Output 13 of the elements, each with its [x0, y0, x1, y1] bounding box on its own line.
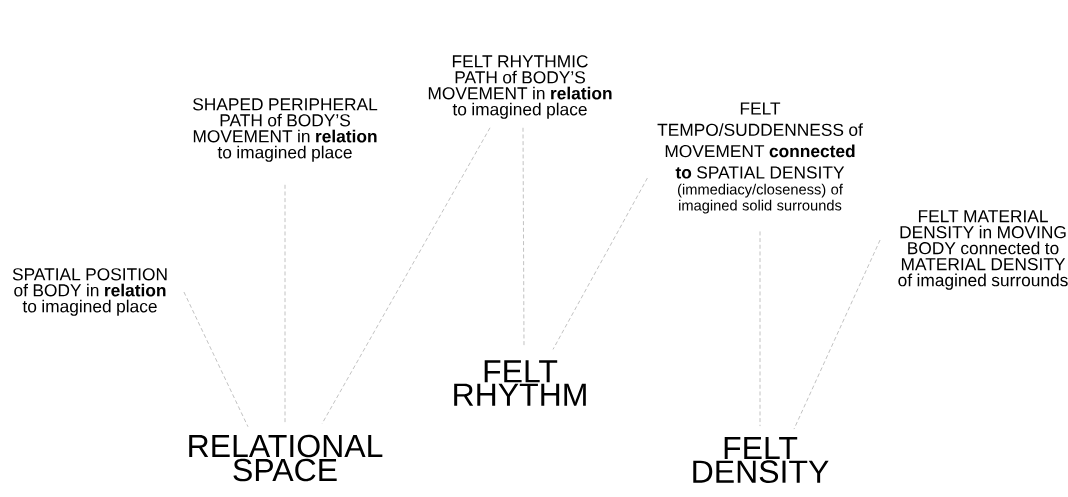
connector-line: [522, 127, 525, 348]
connector-line: [793, 239, 881, 430]
heading-text: RELATIONAL SPACE: [189, 434, 383, 482]
heading-text: FELT RHYTHM: [454, 360, 586, 406]
concept-text: FELT MATERIAL DENSITY in MOVING BODY connected to MATERIAL DENSITY of imagined surrounds: [898, 210, 1068, 290]
concept-text: FELT RHYTHMIC PATH of BODY’S MOVEMENT in relation to imagined place: [428, 55, 612, 119]
connector-line: [183, 291, 249, 428]
concept-text: SHAPED PERIPHERAL PATH of BODY’S MOVEMENT in relation to imagined place: [193, 98, 378, 162]
connector-line: [321, 127, 491, 425]
concept-text: SPATIAL POSITION of BODY in relation to imagined place: [12, 268, 167, 316]
concept-text: FELT TEMPO/SUDDENNESS of MOVEMENT connected to SPATIAL DENSITY (immediacy/closeness) of imagined solid surrounds: [657, 102, 863, 214]
connector-line: [552, 177, 648, 350]
heading-text: FELT DENSITY: [693, 437, 829, 483]
